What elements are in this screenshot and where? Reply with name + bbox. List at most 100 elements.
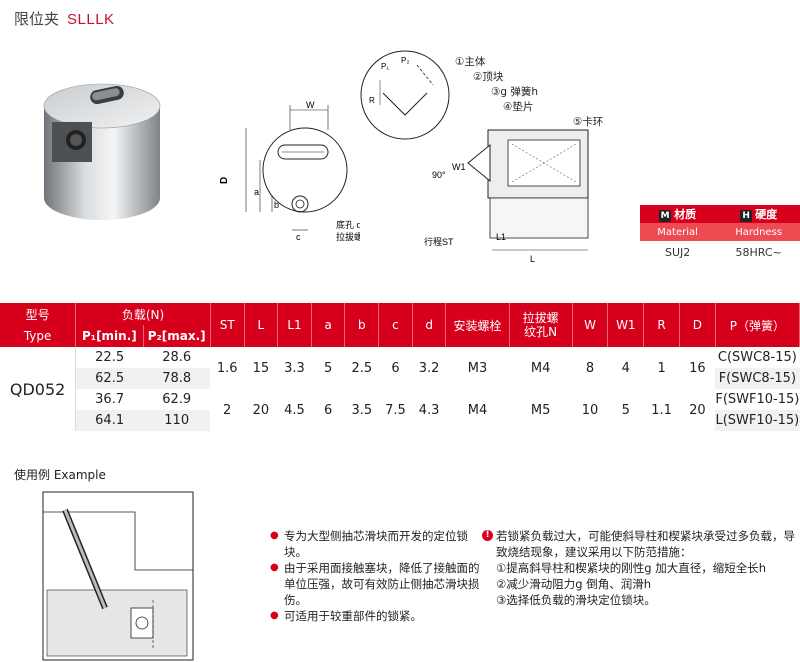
c-cell: 7.5: [378, 389, 413, 431]
part-callouts: ①主体 ②顶块 ③g 弹簧h ④垫片 ⑤卡环: [455, 55, 645, 165]
header-d: d: [412, 303, 447, 347]
dim-W1: W1: [452, 162, 466, 172]
p1-cell: 64.1: [75, 410, 144, 431]
header-D: D: [679, 303, 716, 347]
hardness-badge: H: [740, 210, 753, 222]
r-cell: 1: [643, 347, 680, 389]
dim-c: c: [296, 232, 301, 242]
d-cell: 4.3: [412, 389, 446, 431]
example-drawing: [42, 491, 194, 661]
dd-cell: 16: [679, 347, 716, 389]
header-load: 负载(N): [75, 303, 211, 325]
spring-cell: C(SWC8-15): [715, 347, 800, 368]
header-ST: ST: [210, 303, 245, 347]
r-cell: 1.1: [643, 389, 680, 431]
header-bolt: 安装螺栓: [445, 303, 510, 347]
dim-P2: P₂: [401, 56, 409, 65]
caution-text: 若锁紧负载过大，可能使斜导柱和楔紧块承受过多负载，导致烧结现象，建议采用以下防范…: [496, 529, 795, 559]
header-b: b: [344, 303, 380, 347]
header-L1: L1: [277, 303, 312, 347]
material-value: SUJ2: [664, 245, 691, 259]
product-photo: [43, 83, 161, 220]
c-cell: 6: [378, 347, 413, 389]
spring-cell: L(SWF10-15): [715, 410, 800, 431]
header-W: W: [572, 303, 609, 347]
p1-cell: 22.5: [75, 347, 144, 368]
callout-body: ①主体: [455, 56, 486, 68]
header-spring: P（弹簧）: [715, 303, 800, 347]
table-row: 36.7 62.9 2 20 4.5 6 3.5 7.5 4.3 M4 M5 1…: [0, 389, 800, 431]
p1-cell: 62.5: [75, 368, 144, 389]
caution-warning: ! 若锁紧负载过大，可能使斜导柱和楔紧块承受过多负载，导致烧结现象，建议采用以下…: [482, 528, 800, 560]
caution-notes: ! 若锁紧负载过大，可能使斜导柱和楔紧块承受过多负载，导致烧结现象，建议采用以下…: [482, 528, 800, 608]
dim-L1: L1: [496, 232, 506, 242]
header-L: L: [244, 303, 279, 347]
warning-icon: !: [482, 530, 493, 541]
w-cell: 10: [572, 389, 608, 431]
header-pull-thread: 拉拔螺 纹孔N: [509, 303, 573, 347]
l-cell: 20: [244, 389, 278, 431]
w1-cell: 4: [607, 347, 644, 389]
spring-cell: F(SWF10-15): [715, 389, 800, 410]
a-cell: 6: [311, 389, 345, 431]
section-view-drawing: W1 90° 行程ST L1 L: [424, 129, 589, 264]
caution-item: ②减少滑动阻力g 倒角、润滑h: [496, 577, 652, 591]
w1-cell: 5: [607, 389, 644, 431]
callout-retaining-ring: ⑤卡环: [573, 116, 604, 128]
l1-cell: 4.5: [277, 389, 312, 431]
hardness-subheader: Hardness: [715, 223, 800, 241]
detail-view-drawing: P₁ P₂ R: [360, 50, 450, 140]
label-stroke: 行程ST: [424, 236, 454, 247]
p2-cell: 110: [143, 410, 211, 431]
table-row: 62.5 78.8 F(SWC8-15): [0, 368, 800, 389]
header-type: Type: [0, 325, 77, 347]
callout-shim: ④垫片: [503, 101, 534, 113]
caution-item: ①提高斜导柱和楔紧块的刚性g 加大直径，缩短全长h: [496, 561, 767, 575]
feature-note: 由于采用面接触塞块，降低了接触面的单位压强，故可有效防止侧抽芯滑块损伤。: [270, 560, 480, 608]
pull-thread-cell: M5: [509, 389, 573, 431]
pull-thread-cell: M4: [509, 347, 573, 389]
st-cell: 1.6: [210, 347, 245, 389]
table-row: 64.1 110 L(SWF10-15): [0, 410, 800, 431]
dim-R: R: [369, 96, 375, 105]
spring-cell: F(SWC8-15): [715, 368, 800, 389]
b-cell: 2.5: [344, 347, 379, 389]
dim-D: D: [219, 177, 230, 184]
title-en: SLLLK: [67, 11, 115, 28]
header-p1: P₁[min.]: [75, 325, 144, 347]
callout-pusher: ②顶块: [473, 71, 504, 83]
w-cell: 8: [572, 347, 608, 389]
label-bottom-hole: 底孔 d: [336, 219, 360, 230]
caution-item: ③选择低负载的滑块定位锁块。: [496, 593, 656, 607]
st-cell: 2: [210, 389, 245, 431]
p2-cell: 62.9: [143, 389, 211, 410]
header-p2: P₂[max.]: [143, 325, 211, 347]
spec-table: 型号 负载(N) ST L L1 a b c d 安装螺栓 拉拔螺 纹孔N W …: [0, 303, 800, 431]
dim-P1: P₁: [381, 62, 389, 71]
dim-L: L: [530, 254, 535, 264]
bolt-cell: M3: [445, 347, 510, 389]
material-subheader: Material: [640, 223, 716, 241]
bolt-cell: M4: [445, 389, 510, 431]
b-cell: 3.5: [344, 389, 379, 431]
header-R: R: [643, 303, 680, 347]
dim-angle: 90°: [432, 170, 446, 180]
dim-W: W: [306, 100, 315, 110]
feature-note: 专为大型侧抽芯滑块而开发的定位锁块。: [270, 528, 480, 560]
example-label: 使用例 Example: [14, 468, 106, 482]
table-row: QD052 22.5 28.6 1.6 15 3.3 5 2.5 6 3.2 M…: [0, 347, 800, 431]
p2-cell: 78.8: [143, 368, 211, 389]
feature-note: 可适用于较重部件的锁紧。: [270, 608, 480, 624]
p2-cell: 28.6: [143, 347, 211, 368]
l1-cell: 3.3: [277, 347, 312, 389]
dim-a: a: [254, 187, 259, 197]
header-a: a: [311, 303, 346, 347]
material-badge: M: [659, 210, 672, 222]
dd-cell: 20: [679, 389, 716, 431]
header-c: c: [378, 303, 413, 347]
model-cell: QD052: [0, 347, 77, 431]
